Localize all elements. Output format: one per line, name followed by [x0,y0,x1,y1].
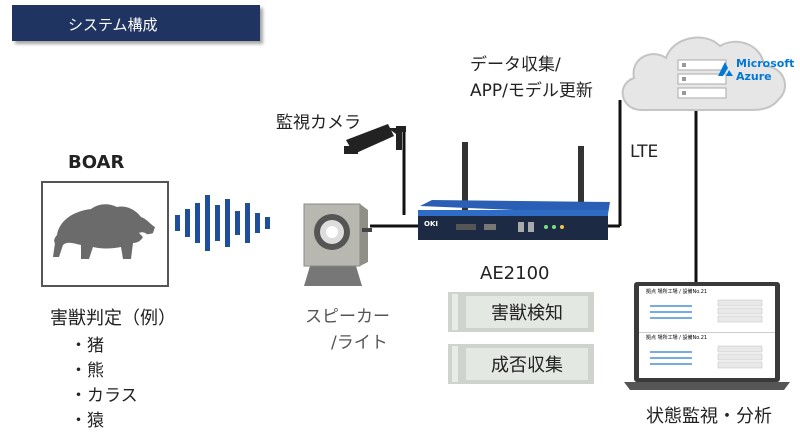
lte-label: LTE [630,142,659,162]
speaker-label-line1: スピーカー [305,307,390,327]
boar-icon [53,204,155,259]
pest-item: ・猪 [70,336,104,356]
data-flow-line1: データ収集/ [470,55,561,75]
speaker-light-icon [303,203,372,286]
pest-item: ・猿 [70,411,104,431]
azure-vendor-line2: Azure [736,70,772,83]
monitor-screen-title: 拠点 場所工場 / 設備No.21 [646,289,708,295]
camera-label: 監視カメラ [276,113,361,133]
function-box-collection: 成否収集 [448,344,594,384]
monitor-label: 状態監視・分析 [646,406,772,427]
edge-router-icon [418,142,610,240]
speaker-label-line2: /ライト [331,333,388,353]
router-logo: OKI [424,220,438,228]
function-box-detection: 害獣検知 [448,292,594,332]
function-label-detection: 害獣検知 [466,296,588,328]
security-camera-icon [344,124,406,154]
pest-item: ・熊 [70,361,104,381]
server-icon [677,59,727,99]
boar-frame [41,181,169,287]
data-flow-line2: APP/モデル更新 [470,81,593,101]
azure-vendor-line1: Microsoft [736,57,795,70]
boar-label: BOAR [68,152,125,173]
pest-examples-heading: 害獣判定（例） [50,308,176,329]
function-label-collection: 成否収集 [466,348,588,380]
sound-wave-icon [175,195,270,251]
page-title: システム構成 [68,16,158,34]
page-title-bar: システム構成 [12,5,260,41]
pest-item: ・カラス [70,386,138,406]
device-name: AE2100 [480,263,550,284]
laptop-icon [624,282,790,390]
azure-logo-icon [718,62,733,76]
monitor-screen-title: 拠点 場所工場 / 設備No.21 [646,335,708,341]
